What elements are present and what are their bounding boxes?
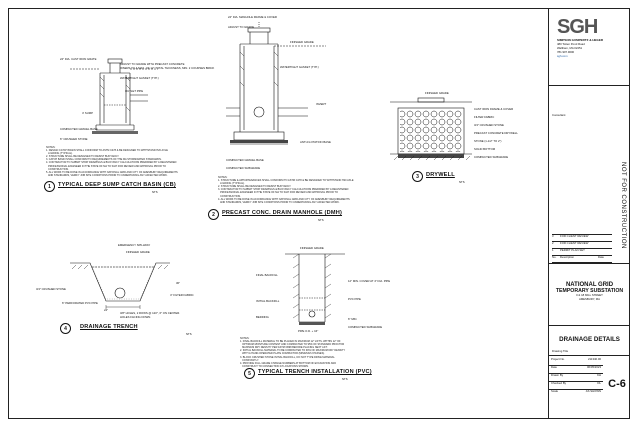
cb-callout-adjust: ADJUST TO GRADE WITH PRECAST CONCRETE [120,62,185,66]
cb-callout-sump: 4' SUMP [82,111,93,115]
firm-block: SGH SIMPSON GUMPERTZ & HEGER 480 Totten … [549,8,630,117]
dmh-callout-base: ANTI-FLOTATION BASE [300,140,331,144]
trench-callout-24: 24" [104,308,109,312]
cb-callout-grate: 24" DIA. CAST IRON GRATE [60,57,97,61]
cb-callout-stone: 6" CRUSHED STONE [60,137,88,141]
dw-callout-frame: CAST IRON FRAME & COVER [474,107,514,111]
dmh-notes: NOTES: 1. STRUCTURE & APPURTENANCES SHAL… [218,176,354,204]
pvc-callout-bedding: BEDDING [256,315,269,319]
dmh-callout-gravel: COMPACTED GRAVEL BASE [226,158,264,162]
drawing-title-label: Drawing Title [552,349,569,353]
trench-callout-spillway: EMERGENCY SPILLWAY [118,243,151,247]
dmh-callout-subgrade: COMPACTED SUBGRADE [226,166,261,170]
drawing-title-block: DRAINAGE DETAILS Drawing Title [549,326,630,356]
pvc-callout-subgrade: COMPACTED SUBGRADE [348,325,383,329]
not-for-construction-stamp: NOT FOR CONSTRUCTION [620,162,626,249]
dw-callout-fabric: FILTER FABRIC [474,115,495,119]
firm-name: SIMPSON GUMPERTZ & HEGER [557,38,604,42]
pvc-callout-pipe: PVC PIPE [348,297,361,301]
trench-callout-fabric: 4" FILTER FABRIC [170,293,194,297]
detail-5-scale: NTS [342,377,348,381]
dw-callout-grade: FINISHED GRADE [425,91,449,95]
trench-callout-stone: 3/4" CRUSHED STONE [36,287,66,291]
trench-callout-holes: 3/8" HOLES, 2 ROWS @ 120°, 6" ON CENTER.… [120,311,181,319]
detail-3-title: DRYWELL [426,172,455,178]
pvc-trench-detail-drawing [285,253,345,325]
dmh-callout-gasket: WATERTIGHT GASKET (TYP.) [280,65,319,69]
detail-1-scale: NTS [152,190,158,194]
project-block: NATIONAL GRID TEMPORARY SUBSTATION 0 & 1… [549,264,630,326]
detail-5-title: TYPICAL TRENCH INSTALLATION (PVC) [258,369,372,375]
dw-callout-stone: STONE (1-1/2" TO 2") [474,139,502,143]
firm-address-1: 480 Totten Pond Road [557,42,585,46]
dmh-callout-frame: 24" DIA. MANHOLE FRAME & COVER [228,15,277,19]
trench-callout-36: 36" [176,281,181,285]
pvc-callout-cover: 12" MIN. COVER AT 4" DIA. PIPE [348,279,391,283]
detail-3-scale: NTS [459,180,465,184]
cb-callout-outlet: OUTLET PIPE [125,89,144,93]
detail-1-title: TYPICAL DEEP SUMP CATCH BASIN (CB) [58,182,176,188]
detail-3-marker: 3 [412,171,423,182]
pvc-callout-grade: FINISHED GRADE [300,246,324,250]
drawing-title: DRAINAGE DETAILS [559,336,620,343]
detail-2-marker: 2 [208,209,219,220]
firm-logo: SGH [557,16,598,38]
dw-callout-subgrade: COMPACTED SUBGRADE [474,155,509,159]
firm-website[interactable]: sgh.com [557,54,568,58]
trench-callout-pipe: 6" PERFORATED PVC PIPE [62,301,98,305]
catch-basin-detail-drawing [70,58,158,134]
sheet-number: C-6 [608,378,626,390]
pvc-callout-final: FINAL BACKFILL [256,273,278,277]
detail-1-marker: 1 [44,181,55,192]
drainage-trench-detail-drawing [70,262,170,309]
dmh-callout-invert: INVERT [316,102,327,106]
manhole-detail-drawing [226,22,326,145]
cb-callout-gravel: COMPACTED GRAVEL BASE [60,127,98,131]
project-street: 0 & 18 MILL STREET [576,293,603,297]
consultant-label: Consultant [552,113,566,117]
detail-4-scale: NTS [186,332,192,336]
dw-callout-precast: PRECAST CONCRETE DRYWELL [474,131,518,135]
dw-callout-crushed: 3/4" CRUSHED STONE [474,123,504,127]
firm-address-2: Waltham, MA 02451 [557,46,583,50]
trench-callout-grade: FINISHED GRADE [126,250,150,254]
detail-2-title: PRECAST CONC. DRAIN MANHOLE (DMH) [222,210,343,216]
firm-phone: 781.907.9000 [557,50,575,54]
dmh-callout-adjust: ADJUST TO GRADE [228,25,255,29]
cb-notes: NOTES: 1. DESIGN CATCH BASIN SHALL CONFO… [46,146,178,177]
detail-2-scale: NTS [318,218,324,222]
detail-4-title: DRAINAGE TRENCH [80,324,138,330]
pvc-callout-initial: INITIAL BACKFILL [256,299,280,303]
field-project-no: Project No.211340.00 [549,357,603,366]
pvc-notes: NOTES: 1. FINAL BACKFILL MATERIAL TO BE … [240,337,346,368]
project-client: NATIONAL GRID [565,282,614,288]
project-name: TEMPORARY SUBSTATION [555,288,624,294]
drawing-sheet-border [8,8,630,419]
dmh-callout-grade: FINISHED GRADE [290,40,314,44]
dw-callout-bottom: SOLID BOTTOM [474,147,496,151]
cb-callout-risers: RISERS TO A MAX. OF 12" TOTAL THICKNESS,… [120,66,215,70]
drywell-detail-drawing [390,97,472,161]
pvc-callout-width: PIPE O.D. + 16" [298,329,319,333]
title-block: SGH SIMPSON GUMPERTZ & HEGER 480 Totten … [548,8,630,419]
cb-callout-gasket: WATERTIGHT GASKET (TYP.) [120,76,159,80]
project-town: AMESBURY, MA [578,296,601,301]
detail-5-marker: 5 [244,368,255,379]
detail-4-marker: 4 [60,323,71,334]
pvc-callout-6min: 6" MIN. [348,317,358,321]
